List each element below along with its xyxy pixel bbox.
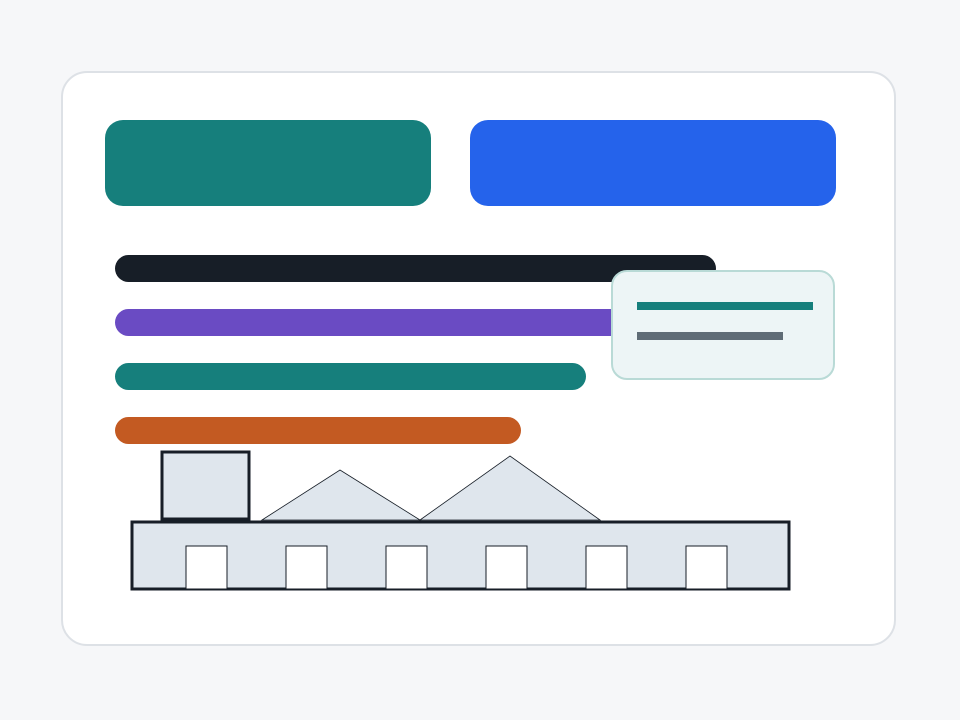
text-line-placeholder-3	[115, 363, 586, 390]
text-line-placeholder-4	[115, 417, 521, 444]
primary-button-teal[interactable]	[105, 120, 431, 206]
factory-window	[185, 545, 228, 590]
factory-window	[485, 545, 528, 590]
roof-peak-left	[260, 469, 422, 521]
tooltip-popover	[611, 270, 835, 380]
factory-window	[585, 545, 628, 590]
factory-window	[685, 545, 728, 590]
factory-window	[385, 545, 428, 590]
factory-window	[285, 545, 328, 590]
tooltip-title-placeholder	[637, 302, 813, 310]
text-line-placeholder-2	[115, 309, 645, 336]
tooltip-subtitle-placeholder	[637, 332, 783, 340]
factory-windows	[185, 545, 728, 590]
chimney-block	[160, 450, 251, 521]
factory-body	[130, 520, 791, 591]
roof-peak-right	[418, 455, 602, 521]
primary-button-blue[interactable]	[470, 120, 836, 206]
